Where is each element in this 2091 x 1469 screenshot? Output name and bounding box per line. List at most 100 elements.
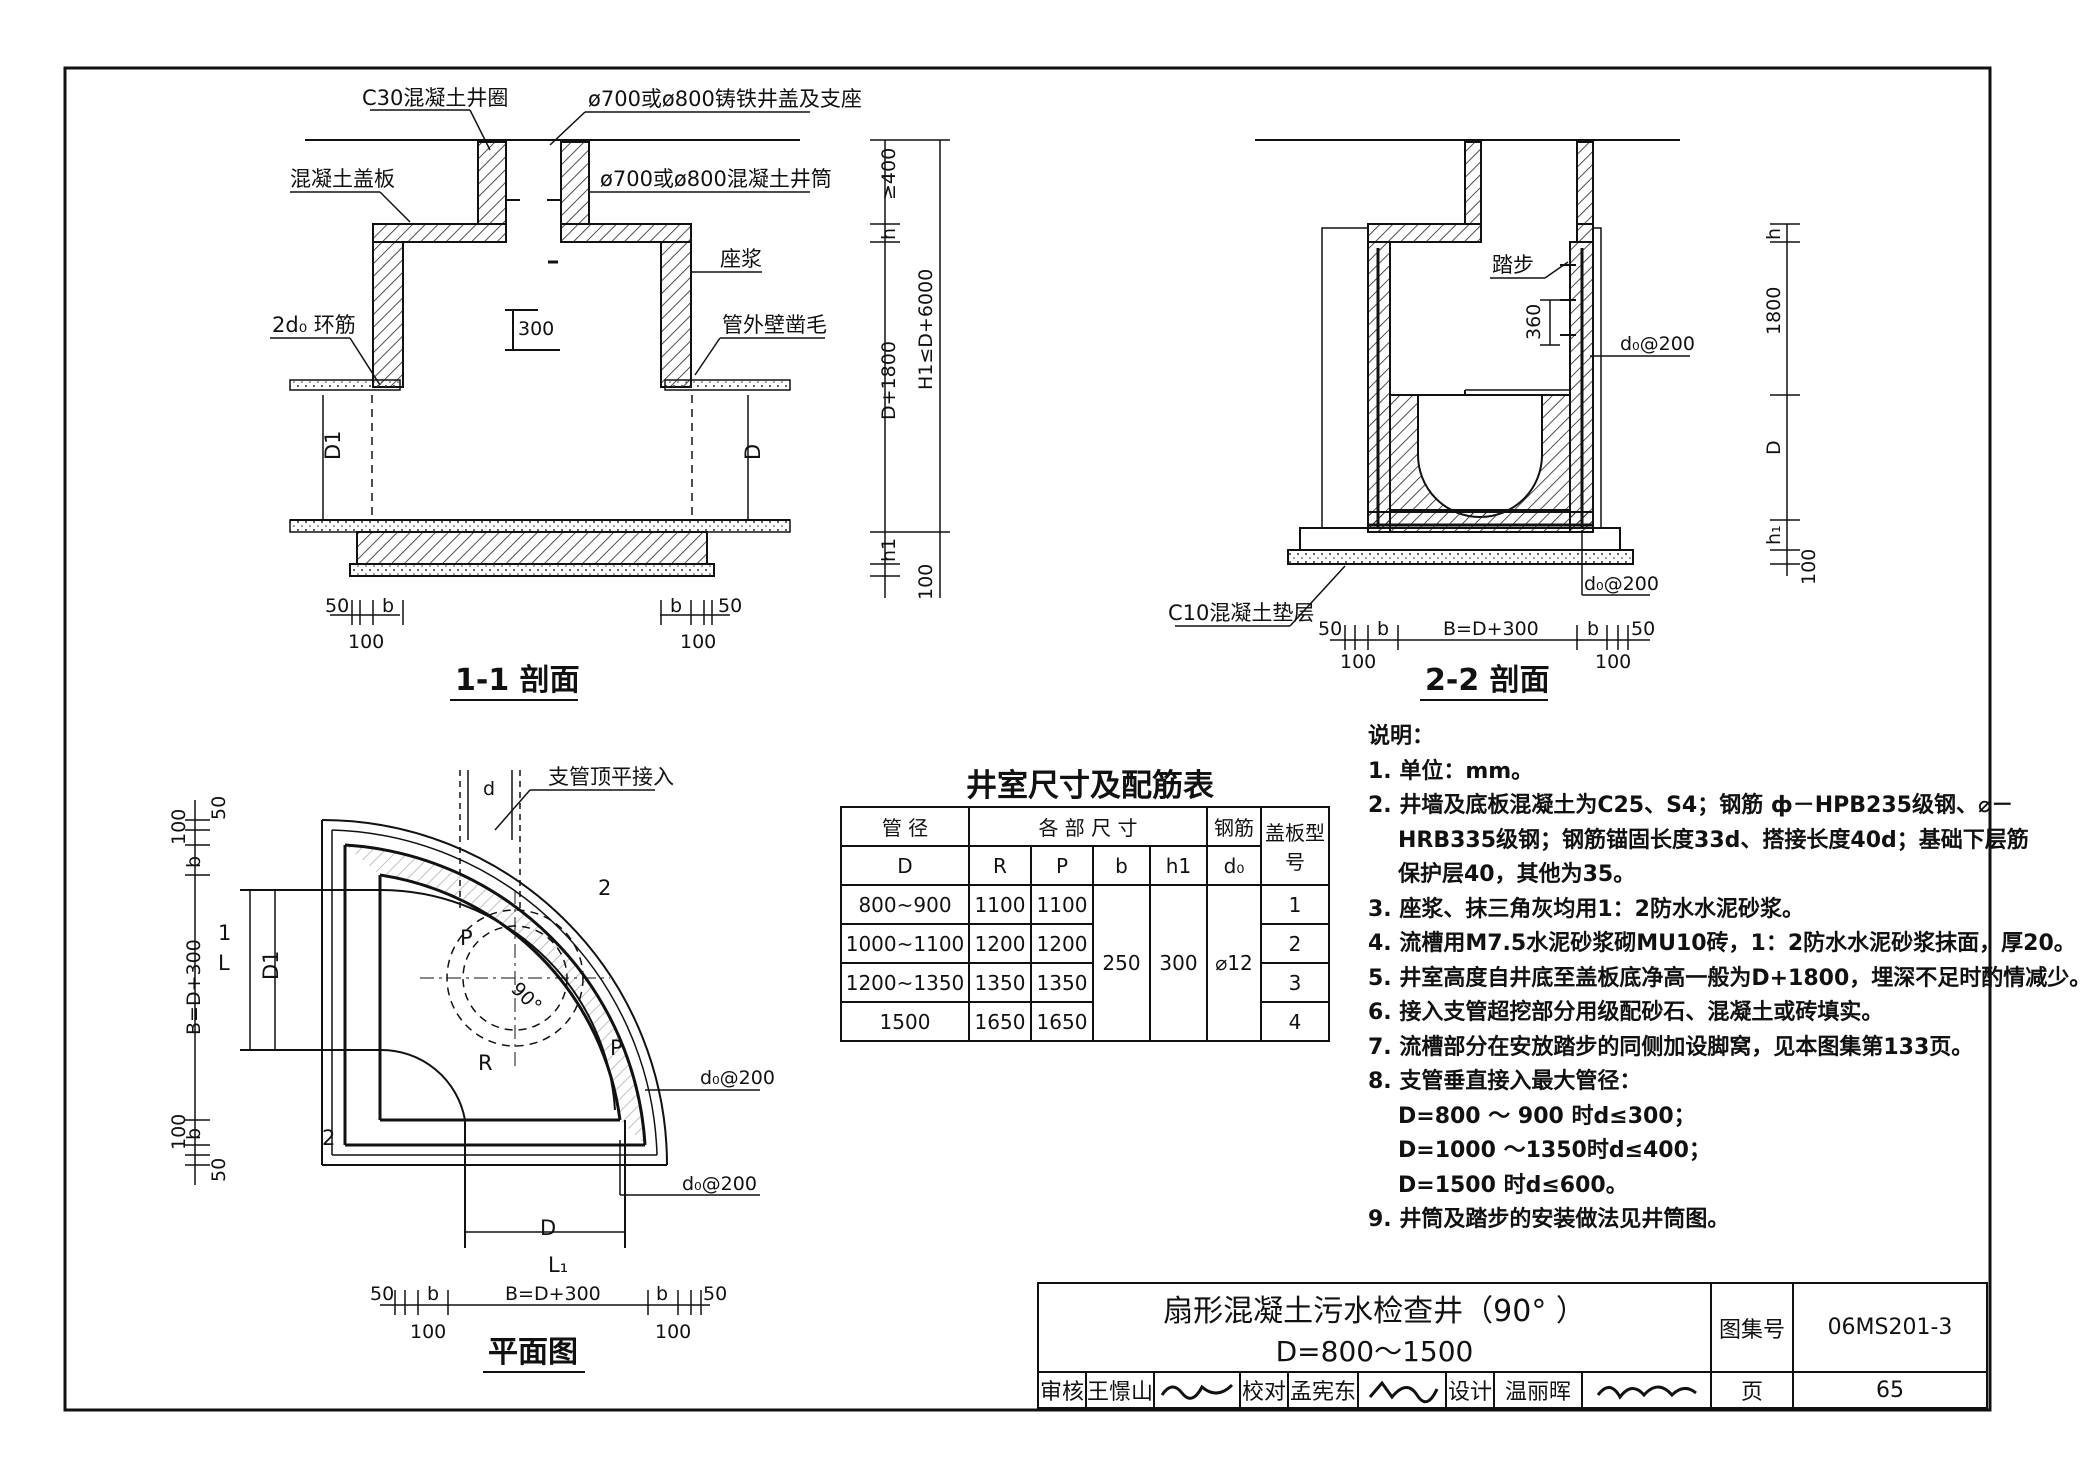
spec-table: 管 径 各 部 尺 寸 钢筋 盖板型号 D R P b h1 d₀ 800~90… xyxy=(840,806,1330,1042)
section-2-2: 踏步 360 d₀@200 d₀@200 C10混凝土垫层 h 1800 D h… xyxy=(1168,139,1820,701)
s11-ringbar-label: 2d₀ 环筋 xyxy=(272,313,356,337)
s11-d-label: D xyxy=(741,444,765,460)
s11-b50-right: 50 xyxy=(718,595,742,617)
s22-b-left: b xyxy=(1377,618,1389,640)
plan-d-label: d xyxy=(483,778,495,800)
table-cell: 1 xyxy=(1260,884,1330,925)
plan-left-50-top: 50 xyxy=(208,796,230,820)
s22-h1-label: h₁ xyxy=(1763,525,1785,545)
table-cell: 1650 xyxy=(968,1001,1032,1042)
drawing-name: 扇形混凝土污水检查井（90° ） D=800～1500 xyxy=(1037,1282,1712,1373)
plan-bot-50-left: 50 xyxy=(370,1283,394,1305)
s22-b50-left: 50 xyxy=(1318,618,1342,640)
s11-roughen-label: 管外壁凿毛 xyxy=(722,313,827,337)
plan-bot-b-left: b xyxy=(427,1283,439,1305)
plan-bot-100-right: 100 xyxy=(655,1321,691,1343)
table-cell: 2 xyxy=(1260,923,1330,964)
plan-sec1b: L xyxy=(218,951,230,975)
checker-name: 孟宪东 xyxy=(1287,1371,1359,1409)
th-h1: h1 xyxy=(1149,845,1208,886)
plan-p2-label: P xyxy=(610,1036,623,1060)
table-cell: 1100 xyxy=(968,884,1032,925)
plan-left-B: B=D+300 xyxy=(183,939,205,1035)
designer-signature xyxy=(1581,1371,1712,1409)
s11-h-label: h xyxy=(878,228,900,240)
s22-b-right: b xyxy=(1587,618,1599,640)
s11-h1max-label: H1≤D+6000 xyxy=(915,269,937,390)
note-line: 5. 井室高度自井底至盖板底净高一般为D+1800，埋深不足时酌情减少。 xyxy=(1368,965,2091,991)
note-line: 6. 接入支管超挖部分用级配砂石、混凝土或砖填实。 xyxy=(1368,1000,1884,1025)
s11-b-right: b xyxy=(670,595,682,617)
notes-heading: 说明： xyxy=(1368,724,1435,749)
page-number: 65 xyxy=(1792,1371,1988,1409)
title-block: 扇形混凝土污水检查井（90° ） D=800～1500 图集号 06MS201-… xyxy=(1037,1282,1988,1409)
s22-title: 2-2 剖面 xyxy=(1425,663,1550,698)
table-title: 井室尺寸及配筋表 xyxy=(966,768,1214,804)
sheet-border xyxy=(63,66,1992,1412)
checker-signature xyxy=(1357,1371,1447,1409)
plan-left-100-bottom: 100 xyxy=(168,1114,190,1150)
table-cell: 1500 xyxy=(840,1001,970,1042)
note-line: 8. 支管垂直接入最大管径： xyxy=(1368,1069,1642,1094)
th-P: P xyxy=(1030,845,1094,886)
th-rebar: 钢筋 xyxy=(1206,806,1262,847)
plan-angle-label: 90° xyxy=(506,978,545,1017)
plan-bot-b-right: b xyxy=(656,1283,668,1305)
s11-h1-label: h1 xyxy=(878,538,900,562)
note-line: 7. 流槽部分在安放踏步的同侧加设脚窝，见本图集第133页。 xyxy=(1368,1034,1974,1060)
table-cell: 1200 xyxy=(1030,923,1094,964)
s11-d1-label: D1 xyxy=(321,430,345,460)
table-cell: 1200 xyxy=(968,923,1032,964)
plan-left-b-top: b xyxy=(183,856,205,868)
th-type: 盖板型号 xyxy=(1260,806,1330,886)
table-cell: 1000~1100 xyxy=(840,923,970,964)
s11-mortar-label: 座浆 xyxy=(720,247,762,271)
note-line: 9. 井筒及踏步的安装做法见井筒图。 xyxy=(1368,1207,1730,1232)
th-d0: d₀ xyxy=(1206,845,1262,886)
s22-d-label: D xyxy=(1763,440,1785,455)
plan-sec2-top: 2 xyxy=(598,876,611,900)
s22-step-label: 踏步 xyxy=(1492,253,1534,277)
s22-b100-right: 100 xyxy=(1595,651,1631,673)
s22-bar2-label: d₀@200 xyxy=(1584,573,1659,595)
plan-r-label: R xyxy=(478,1051,493,1075)
s11-cover-label: ø700或ø800铸铁井盖及支座 xyxy=(588,87,862,111)
note-line: 2. 井墙及底板混凝土为C25、S4；钢筋 ф－HPB235级钢、⌀－ xyxy=(1368,793,2014,818)
table-cell: 1200~1350 xyxy=(840,962,970,1003)
reviewer-name: 王憬山 xyxy=(1085,1371,1155,1409)
plan-d1-label: D1 xyxy=(259,950,283,980)
note-line: 保护层40，其他为35。 xyxy=(1398,862,1636,887)
s11-slab-label: 混凝土盖板 xyxy=(290,167,395,191)
s11-100-label: 100 xyxy=(915,564,937,600)
s22-360-label: 360 xyxy=(1523,304,1545,340)
s22-bottom-label: B=D+300 xyxy=(1443,618,1539,640)
check-label: 校对 xyxy=(1239,1371,1289,1409)
plan-view: 支管顶平接入 d P P R 90° D1 D d₀@200 d₀@200 2 … xyxy=(168,765,775,1373)
notes: 说明： 1. 单位：mm。 2. 井墙及底板混凝土为C25、S4；钢筋 ф－HP… xyxy=(1368,720,2091,1238)
plan-bar2-label: d₀@200 xyxy=(682,1173,757,1195)
note-line: D=1000 ～1350时d≤400； xyxy=(1398,1138,1711,1163)
plan-bot-50-right: 50 xyxy=(703,1283,727,1305)
s11-b50-left: 50 xyxy=(325,595,349,617)
plan-dd-label: D xyxy=(540,1216,556,1240)
plan-left-100-top: 100 xyxy=(168,809,190,845)
plan-bar-label: d₀@200 xyxy=(700,1067,775,1089)
table-cell: 1350 xyxy=(1030,962,1094,1003)
plan-p1-label: P xyxy=(460,926,473,950)
table-cell: 1100 xyxy=(1030,884,1094,925)
section-1-1: D1 D 300 C30混凝土井圈 ø700或ø800铸铁井盖及支座 混凝土盖板… xyxy=(270,86,950,701)
table-cell-b: 250 xyxy=(1092,884,1151,1042)
plan-left-b-bottom: b xyxy=(183,1128,205,1140)
s11-b100-left: 100 xyxy=(348,631,384,653)
s22-100-label: 100 xyxy=(1798,549,1820,585)
designer-name: 温丽晖 xyxy=(1493,1371,1583,1409)
note-line: 4. 流槽用M7.5水泥砂浆砌MU10砖，1：2防水水泥砂浆抹面，厚20。 xyxy=(1368,931,2076,956)
s22-1800-label: 1800 xyxy=(1763,287,1785,335)
plan-title: 平面图 xyxy=(488,1335,578,1370)
s11-ring-label: C30混凝土井圈 xyxy=(362,86,508,110)
table-cell: 1350 xyxy=(968,962,1032,1003)
th-b: b xyxy=(1092,845,1151,886)
plan-left-50-bottom: 50 xyxy=(208,1158,230,1182)
s11-shaft-label: ø700或ø800混凝土井筒 xyxy=(600,167,832,191)
s11-300-label: 300 xyxy=(518,318,554,340)
